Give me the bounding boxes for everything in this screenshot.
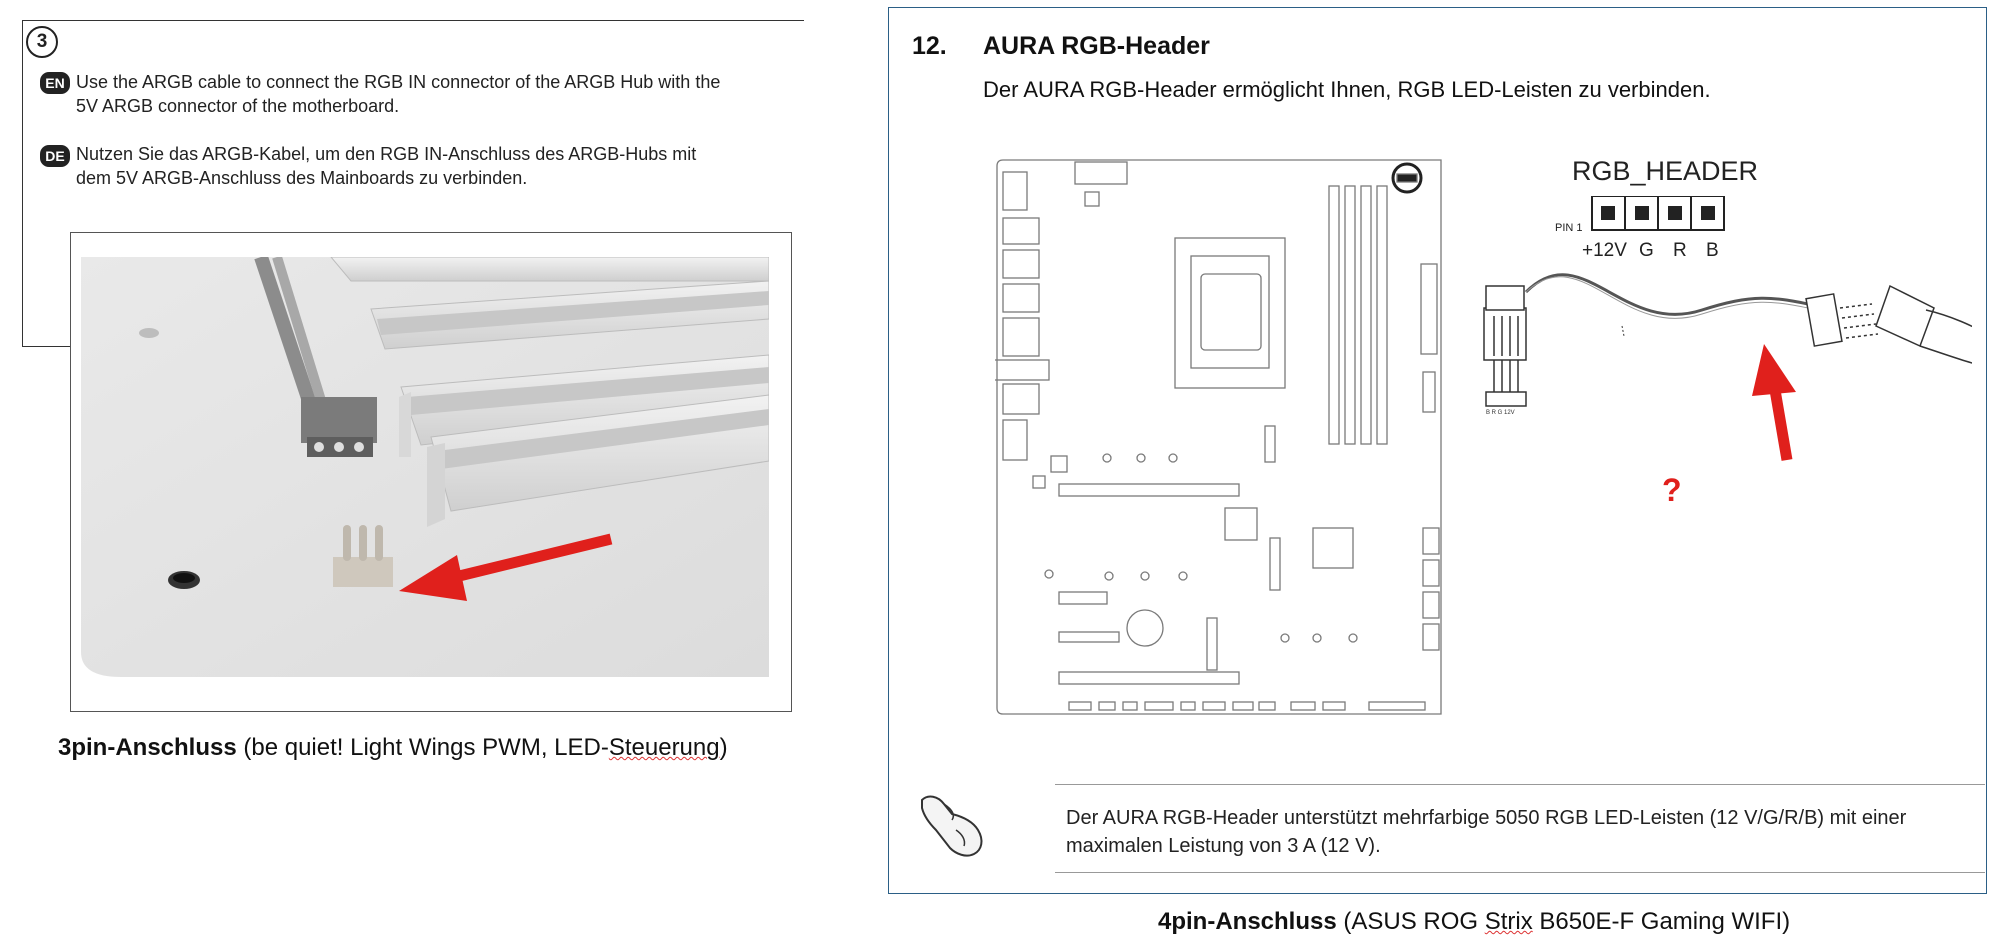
note-line-1: Der AURA RGB-Header unterstützt mehrfarb… (1066, 807, 1907, 829)
manual-page-frame (22, 20, 804, 347)
rgb-cable-diagram: B R G 12V (1483, 196, 1972, 461)
note-text: Der AURA RGB-Header unterstützt mehrfarb… (1066, 804, 1946, 860)
step-number: 3 (26, 26, 58, 58)
caption-3pin-bold: 3pin-Anschluss (58, 734, 237, 761)
asus-manual-frame (888, 7, 1987, 894)
instruction-en-line-2: 5V ARGB connector of the motherboard. (76, 96, 400, 116)
frame-top-border (22, 20, 804, 21)
instruction-de-line-2: dem 5V ARGB-Anschluss des Mainboards zu … (76, 168, 528, 188)
rgb-header-pinout (1591, 196, 1725, 231)
instruction-en: Use the ARGB cable to connect the RGB IN… (76, 70, 796, 118)
note-divider-top (1055, 784, 1985, 785)
note-line-2: maximalen Leistung von 3 A (12 V). (1066, 835, 1381, 857)
pin1-label: PIN 1 (1555, 222, 1583, 234)
lang-badge-en: EN (40, 72, 70, 94)
note-divider-bottom (1055, 872, 1985, 873)
caption-3pin-spellcheck-word: Steuerung (608, 734, 720, 761)
hand-note-icon (921, 795, 983, 857)
caption-4pin-text-1: (ASUS ROG (1336, 908, 1485, 935)
pin-label-12v: +12V (1582, 240, 1627, 261)
frame-left-border (22, 20, 23, 346)
caption-3pin-text-1: (be quiet! Light Wings PWM, LED- (236, 734, 609, 761)
caption-4pin-text-2: B650E-F Gaming WIFI) (1532, 908, 1791, 935)
motherboard-layout-diagram (995, 159, 1442, 715)
frame-bottom-border (22, 346, 74, 347)
caption-3pin-text-2: ) (719, 734, 728, 761)
lang-badge-de: DE (40, 145, 70, 167)
pin-label-r: R (1673, 240, 1687, 261)
connector-pin-text: B R G 12V (1486, 410, 1515, 416)
pin-label-b: B (1706, 240, 1719, 261)
instruction-de: Nutzen Sie das ARGB-Kabel, um den RGB IN… (76, 142, 796, 190)
instruction-en-line-1: Use the ARGB cable to connect the RGB IN… (76, 72, 721, 92)
motherboard-render-illustration (81, 257, 769, 677)
section-number: 12. (912, 32, 947, 60)
pin-label-g: G (1639, 240, 1654, 261)
rgb-header-label: RGB_HEADER (1572, 156, 1759, 186)
motherboard-render-photo (70, 232, 792, 712)
caption-4pin-bold: 4pin-Anschluss (1158, 908, 1337, 935)
caption-3pin: 3pin-Anschluss (be quiet! Light Wings PW… (58, 734, 728, 762)
caption-4pin: 4pin-Anschluss (ASUS ROG Strix B650E-F G… (1158, 908, 1790, 936)
section-title: AURA RGB-Header (983, 32, 1210, 60)
instruction-de-line-1: Nutzen Sie das ARGB-Kabel, um den RGB IN… (76, 144, 697, 164)
section-description: Der AURA RGB-Header ermöglicht Ihnen, RG… (983, 77, 1711, 102)
question-mark-label: ? (1662, 472, 1682, 508)
caption-4pin-spellcheck-word: Strix (1484, 908, 1533, 935)
